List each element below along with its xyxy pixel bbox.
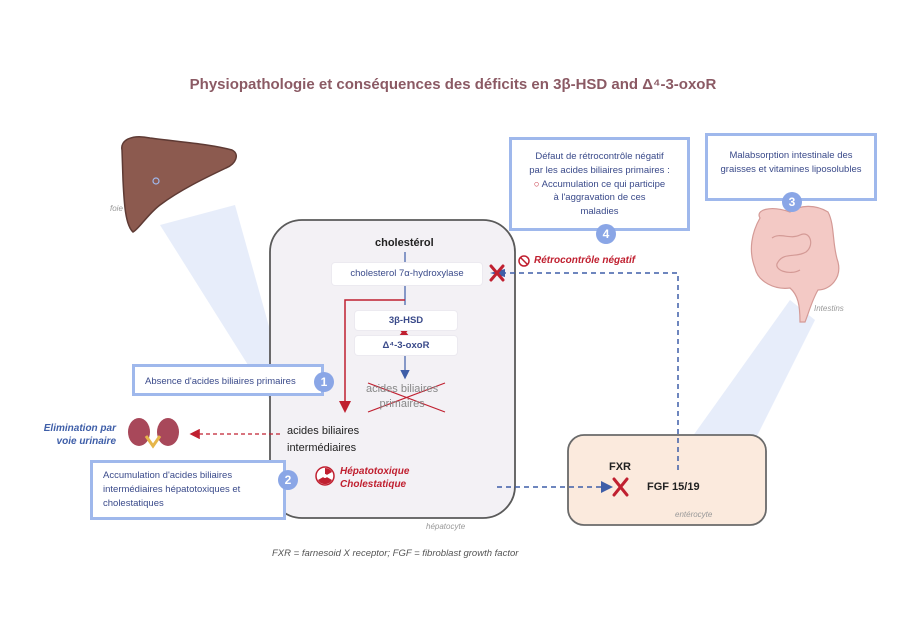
callout-4-line3: ○ Accumulation ce qui participe (533, 178, 666, 190)
callout-3-number: 3 (782, 192, 802, 212)
callout-2-line1: Accumulation d'acides biliaires (103, 470, 233, 481)
d4-3-oxor-box: Δ⁴-3-oxoR (355, 336, 457, 355)
callout-4: Défaut de rétrocontrôle négatif par les … (509, 137, 690, 231)
fxr-block-x (612, 477, 629, 497)
elimination-line1: Elimination par (43, 423, 116, 434)
fxr-label: FXR (609, 461, 631, 473)
callout-4-line1: Défaut de rétrocontrôle négatif (535, 151, 664, 162)
diagram-title: Physiopathologie et conséquences des déf… (189, 76, 717, 93)
fgf-feedback-arrow (505, 272, 679, 470)
intermediate-bile-acids-label: acides biliaires intermédiaires (287, 423, 359, 457)
elimination-line2: voie urinaire (56, 436, 116, 447)
urinary-elimination-label: Elimination par voie urinaire (38, 422, 116, 448)
feedback-block-x (489, 264, 505, 282)
hepatotoxic-line1: Hépatotoxique (340, 466, 410, 477)
enterocyte-cell (567, 434, 767, 526)
liver-illustration (121, 136, 237, 233)
callout-2: Accumulation d'acides biliaires interméd… (90, 460, 286, 520)
negative-feedback-label: Rétrocontrôle négatif (534, 255, 636, 266)
primary-acids-strike-x (367, 382, 446, 413)
hepatotoxic-label: Hépatotoxique Cholestatique (340, 465, 409, 491)
callout-3-line1: Malabsorption intestinale des (729, 150, 853, 161)
callout-4-number: 4 (596, 224, 616, 244)
liver-zoom-cone (160, 205, 270, 400)
fgf-label: FGF 15/19 (647, 481, 700, 493)
inhibition-icon (518, 255, 530, 267)
callout-2-line2: intermédiaires hépatotoxiques et (103, 483, 241, 495)
intestine-label: Intestins (814, 304, 844, 313)
cholesterol-label: cholestérol (375, 237, 434, 249)
primary-bile-acids-label: acides biliaires primaires (366, 382, 438, 412)
shunt-to-intermediates-arrow (339, 299, 405, 413)
primary-acids-line1: acides biliaires (366, 383, 439, 395)
callout-4-line4: à l'aggravation de ces (553, 192, 646, 204)
cholesterol-7a-hydroxylase-box: cholesterol 7α-hydroxylase (332, 263, 482, 285)
hepatocyte-label: hépatocyte (426, 522, 466, 531)
callout-4-line2: par les acides biliaires primaires : (529, 164, 670, 176)
intermediate-acids-line2: intermédiaires (287, 442, 357, 454)
primary-acids-line2: primaires (379, 398, 425, 410)
footnote: FXR = farnesoid X receptor; FGF = fibrob… (272, 548, 519, 559)
callout-3-line2: graisses et vitamines liposolubles (720, 163, 862, 175)
callout-1: Absence d'acides biliaires primaires (132, 364, 324, 396)
intestine-illustration (750, 205, 840, 323)
callout-3: Malabsorption intestinale des graisses e… (705, 133, 877, 201)
callout-1-text: Absence d'acides biliaires primaires (145, 376, 296, 387)
callout-4-line3-text: Accumulation ce qui participe (541, 178, 666, 190)
hepatotoxic-line2: Cholestatique (340, 479, 407, 490)
callout-4-line5: maladies (580, 206, 619, 218)
callout-1-number: 1 (314, 372, 334, 392)
callout-2-number: 2 (278, 470, 298, 490)
intestine-zoom-cone (690, 300, 815, 440)
intermediate-acids-line1: acides biliaires (287, 425, 360, 437)
kidney-illustration (128, 418, 179, 449)
toxic-hazard-icon (315, 466, 335, 486)
enterocyte-label: entérocyte (675, 510, 713, 519)
callout-2-line3: cholestatiques (103, 497, 164, 509)
liver-label: foie (110, 204, 123, 213)
3b-hsd-box: 3β-HSD (355, 311, 457, 330)
